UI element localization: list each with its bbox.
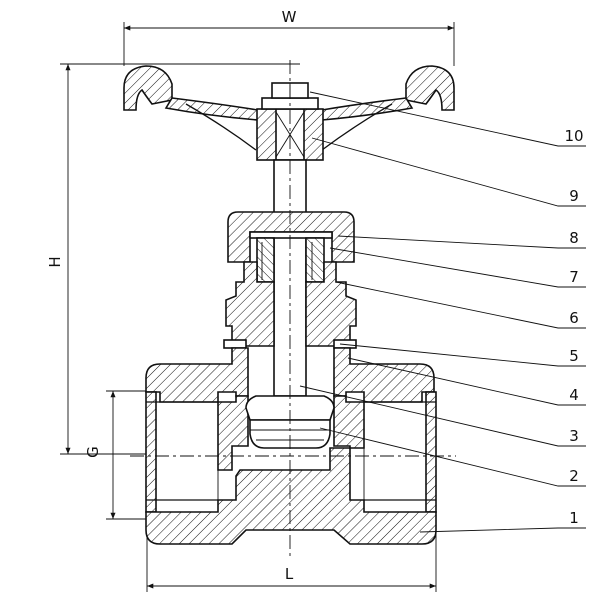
dimension-l: L: [146, 528, 437, 592]
gland-nut: [227, 211, 355, 263]
valve-body: [145, 347, 437, 545]
part-label-10: 10: [564, 127, 583, 145]
dimension-h-label: H: [46, 256, 64, 267]
part-label-8: 8: [569, 229, 579, 247]
valve-wedge: [245, 395, 335, 449]
dimension-w: W: [123, 8, 455, 66]
part-label-9: 9: [569, 187, 579, 205]
part-label-1: 1: [569, 509, 579, 527]
part-label-3: 3: [569, 427, 579, 445]
handwheel: [123, 65, 455, 151]
part-label-5: 5: [569, 347, 579, 365]
leader-lines: [299, 91, 586, 533]
bonnet: [225, 261, 357, 347]
dimension-w-label: W: [282, 8, 297, 26]
part-label-6: 6: [569, 309, 579, 327]
part-label-4: 4: [569, 386, 579, 404]
part-label-7: 7: [569, 268, 579, 286]
part-labels: 10 9 8 7 6 5 4 3 2 1: [564, 127, 583, 527]
packing: [256, 237, 325, 283]
dimension-l-label: L: [285, 565, 294, 583]
dimension-h: H: [46, 63, 300, 455]
part-label-2: 2: [569, 467, 579, 485]
dimension-g: G: [84, 390, 150, 520]
dimension-g-label: G: [84, 446, 102, 458]
